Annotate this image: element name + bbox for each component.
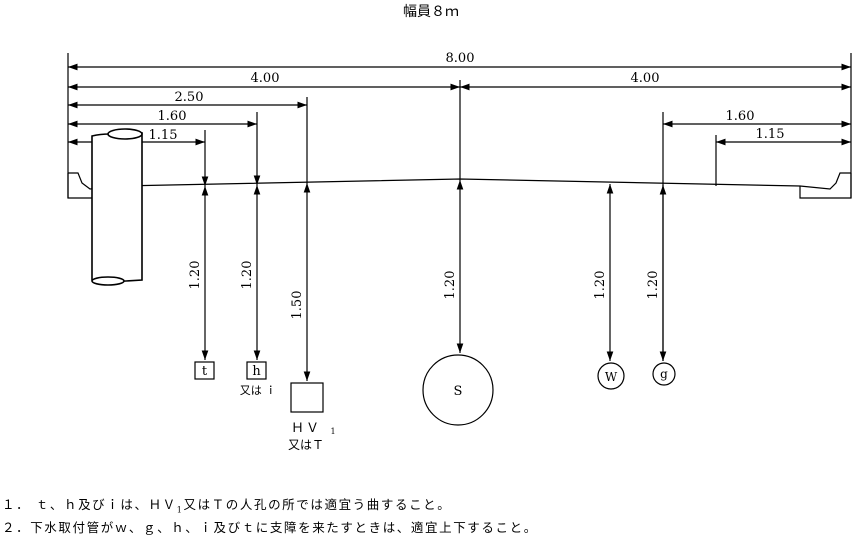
- note-2: ２．下水取付管がｗ、ｇ、ｈ、ｉ及びｔに支障を来たすときは、適宜上下すること。: [2, 519, 538, 535]
- utility-g-circle: [652, 362, 676, 386]
- depth-t-label: 1.20: [188, 261, 203, 290]
- right-curb: [799, 173, 852, 199]
- utility-h-alt-label: 又は ｉ: [240, 384, 277, 397]
- utility-hv-subscript: 1: [330, 427, 335, 436]
- utility-t-box: [194, 361, 215, 380]
- utility-w-circle: [597, 362, 625, 390]
- extension-lines: [67, 53, 852, 198]
- dim-left-115-label: 1.15: [149, 128, 178, 143]
- depth-hv-label: 1.50: [290, 291, 305, 320]
- utility-t-label: t: [202, 364, 208, 379]
- utility-hv-box: [290, 382, 324, 413]
- note-1: １． ｔ、ｈ及びｉは、ＨＶ1又はＴの人孔の所では適宜う曲すること。: [2, 496, 538, 519]
- depth-g-label: 1.20: [646, 271, 661, 300]
- dim-right-160-label: 1.60: [726, 109, 755, 124]
- utility-g-label: g: [660, 367, 668, 381]
- dim-right-115-label: 1.15: [756, 127, 785, 142]
- utility-hv-alt-label: 又はＴ: [288, 438, 324, 452]
- dim-half-left-label: 4.00: [251, 71, 280, 86]
- note-1-text-a: １． ｔ、ｈ及びｉは、ＨＶ: [2, 497, 177, 512]
- utility-w-label: W: [605, 370, 618, 384]
- depth-h-label: 1.20: [240, 261, 255, 290]
- utility-h-label: h: [252, 364, 261, 379]
- dimension-lines: [68, 63, 851, 146]
- utility-hv-label: ＨＶ: [291, 421, 321, 436]
- depth-s-label: 1.20: [443, 271, 458, 300]
- depth-w-label: 1.20: [593, 271, 608, 300]
- depth-arrows: [201, 112, 667, 381]
- existing-pipe: [91, 128, 143, 286]
- dim-left-160-label: 1.60: [158, 109, 187, 124]
- notes: １． ｔ、ｈ及びｉは、ＨＶ1又はＴの人孔の所では適宜う曲すること。 ２．下水取付…: [2, 496, 538, 536]
- note-1-text-b: 又はＴの人孔の所では適宜う曲すること。: [183, 497, 452, 512]
- note-1-subscript: 1: [176, 505, 184, 515]
- dim-total-label: 8.00: [446, 51, 475, 66]
- utility-s-label: S: [454, 384, 463, 399]
- diagram-title: 幅員８ｍ: [403, 4, 459, 20]
- dim-half-right-label: 4.00: [631, 71, 660, 86]
- dim-left-250-label: 2.50: [175, 90, 204, 105]
- utility-s-circle: [422, 354, 494, 426]
- utility-h-box: [246, 361, 267, 380]
